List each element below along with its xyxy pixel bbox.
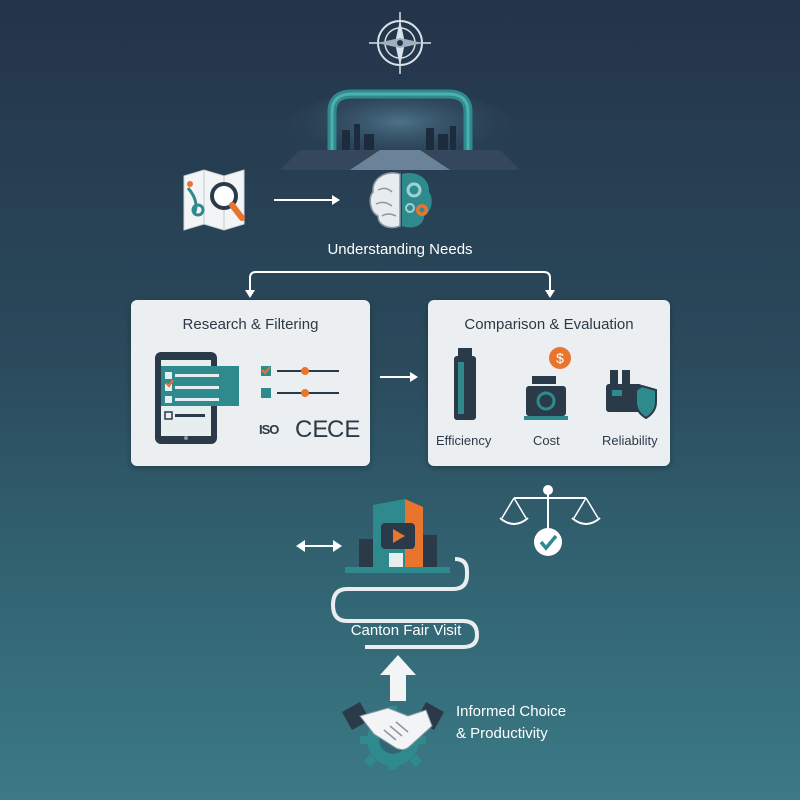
svg-text:$: $ (556, 350, 564, 366)
machine-icon (450, 348, 480, 422)
criteria-label-efficiency: Efficiency (436, 433, 492, 448)
dollar-icon: $ (524, 346, 576, 424)
informed-choice-label: Informed Choice (456, 703, 567, 720)
map-search-icon (180, 168, 260, 232)
research-filtering-card: Research & Filtering ISO (131, 300, 370, 466)
balance-scale-icon (496, 480, 606, 562)
split-connector (240, 268, 560, 300)
iso-certification: ISO (259, 422, 279, 437)
fair-building-icon (345, 495, 450, 575)
productivity-label: & Productivity (456, 725, 548, 742)
research-filtering-title: Research & Filtering (182, 316, 319, 333)
arrow-up-icon (380, 655, 416, 701)
arrow-right-icon (272, 193, 342, 207)
handshake-gear-icon (338, 690, 448, 770)
filter-sliders-icon (259, 362, 349, 406)
canton-fair-visit-label: Canton Fair Visit (350, 622, 462, 639)
brain-gears-icon (366, 168, 436, 234)
comparison-evaluation-card: Comparison & Evaluation Efficiency $ Cos… (428, 300, 670, 466)
ce-mark-2: CE (327, 416, 361, 443)
comparison-evaluation-title: Comparison & Evaluation (464, 316, 634, 333)
bidirectional-arrow-icon (296, 538, 342, 554)
gateway-arch-icon (280, 80, 520, 170)
criteria-label-cost: Cost (533, 433, 560, 448)
ce-mark-1: CE (295, 416, 329, 443)
arrow-right-icon (378, 370, 418, 384)
understanding-needs-label: Understanding Needs (327, 241, 473, 258)
winding-path (325, 555, 480, 650)
shield-icon (604, 368, 660, 422)
tablet-checklist-icon (151, 350, 241, 446)
compass-icon (365, 8, 435, 78)
criteria-label-reliability: Reliability (602, 433, 658, 448)
